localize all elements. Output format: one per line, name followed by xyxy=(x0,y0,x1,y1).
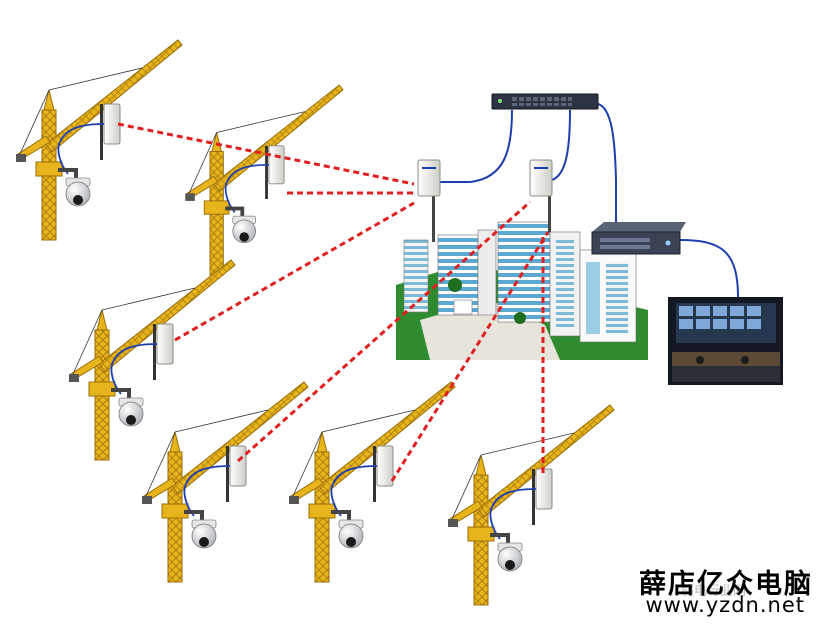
watermark-url: www.yzdn.net xyxy=(645,593,805,617)
cable-switch-to-recorder xyxy=(597,103,617,230)
crane-6 xyxy=(448,404,615,606)
crane-radio-unit xyxy=(156,323,174,365)
network-cables xyxy=(440,103,739,298)
link-crane-1 xyxy=(117,122,415,186)
video-recorder xyxy=(591,222,686,255)
monitoring-center xyxy=(668,297,783,385)
link-crane-5 xyxy=(390,231,550,482)
cable-switch-to-radio-right xyxy=(551,109,571,181)
crane-group xyxy=(16,39,615,606)
cable-switch-to-radio-left xyxy=(440,109,513,183)
left-tower xyxy=(403,239,429,313)
ptz-camera-dome xyxy=(191,523,217,549)
crane-3 xyxy=(69,259,236,461)
link-crane-3 xyxy=(174,201,415,342)
base-radio-left xyxy=(417,159,441,197)
base-radio-right xyxy=(529,159,553,197)
crane-radio-unit xyxy=(535,468,553,510)
crane-radio-unit xyxy=(376,445,394,487)
link-crane-4 xyxy=(237,200,531,463)
watermark-faint-text: 、弱电行业网 xyxy=(668,584,747,599)
ptz-camera-dome xyxy=(232,219,256,244)
ptz-camera-dome xyxy=(497,546,523,572)
ptz-camera-dome xyxy=(118,401,144,427)
crane-4 xyxy=(142,381,309,583)
crane-radio-unit xyxy=(229,445,247,487)
crane-radio-unit xyxy=(103,103,121,145)
crane-1 xyxy=(16,39,183,241)
wireless-links xyxy=(117,122,550,482)
building-complex xyxy=(396,190,648,360)
ptz-camera-dome xyxy=(338,523,364,549)
watermark-brand: 薛店亿众电脑 xyxy=(639,569,813,600)
ptz-camera-dome xyxy=(65,181,91,207)
network-switch xyxy=(491,93,599,110)
cable-recorder-to-monitor xyxy=(679,239,739,298)
crane-5 xyxy=(289,381,456,583)
crane-2 xyxy=(185,84,344,276)
crane-radio-unit xyxy=(268,145,285,185)
